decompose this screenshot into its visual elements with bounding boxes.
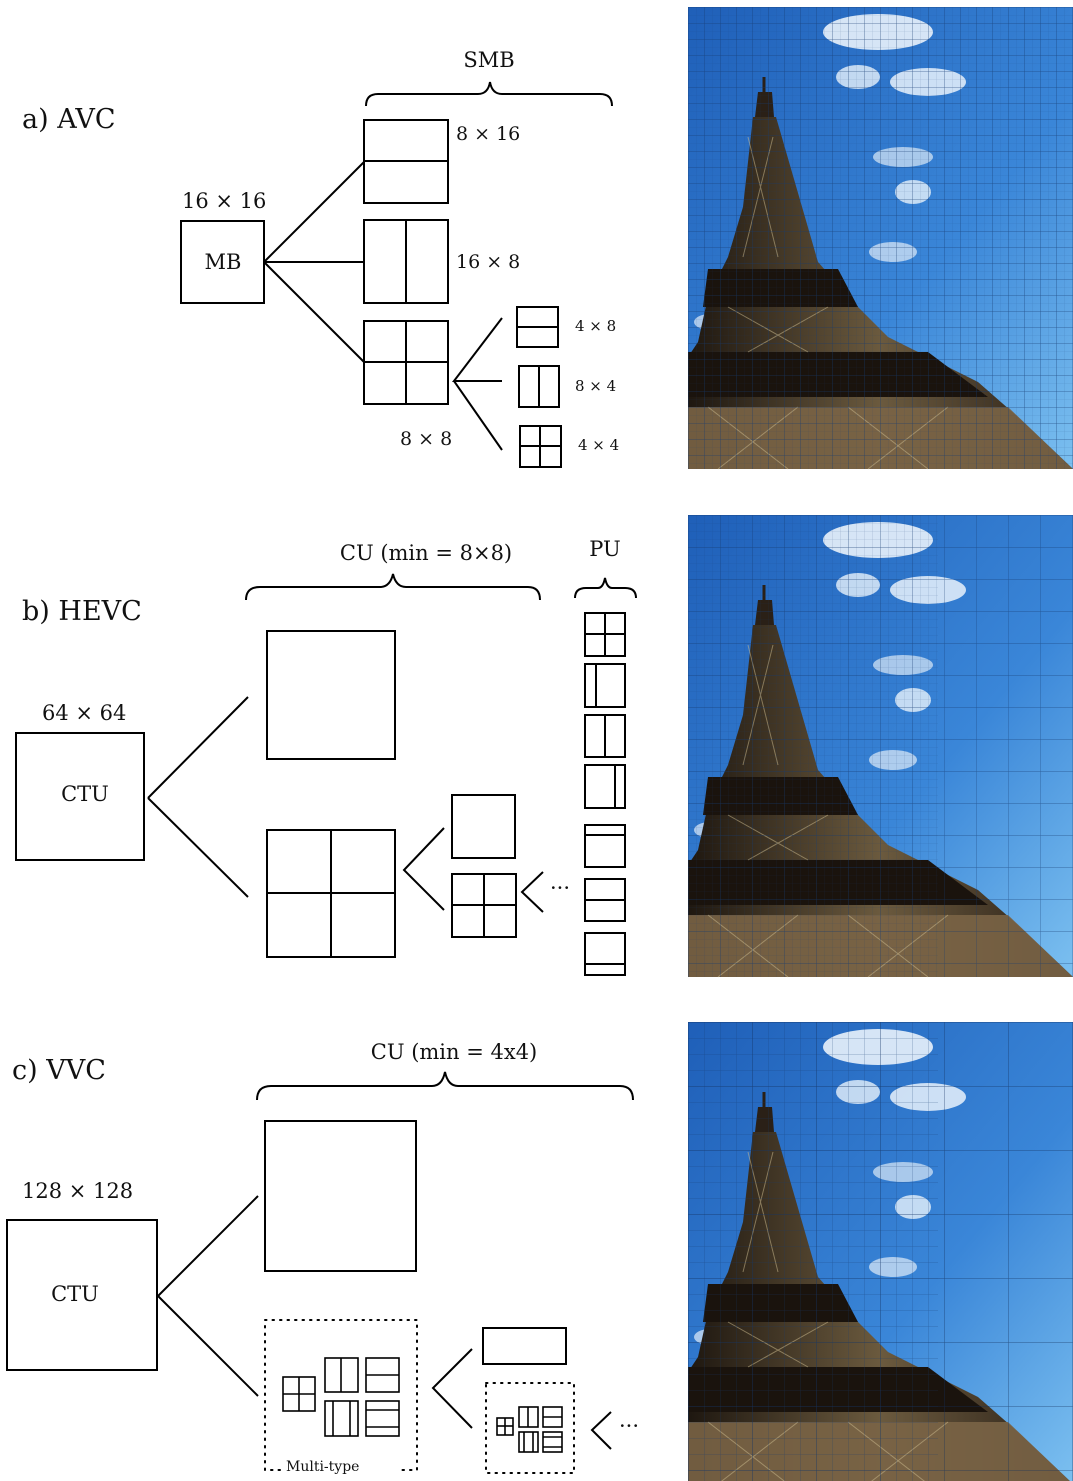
cu-quad-split [266,829,396,958]
photo-vvc [686,1020,1073,1481]
sub-multi-type-group [485,1382,575,1474]
vertical-ternary-shape [324,1400,359,1437]
horizontal-split-shape [542,1406,563,1428]
smb-label: SMB [463,48,514,72]
ellipsis: ··· [550,876,570,900]
sub-branch-lines [402,827,445,911]
root-name-label: CTU [51,1282,99,1306]
horizontal-ternary-shape [542,1431,563,1453]
sub-cu-quad-split [451,873,517,938]
root-size-label: 16 × 16 [182,189,266,213]
panel-label: c) VVC [12,1055,106,1086]
panel-label: b) HEVC [22,596,142,627]
sub-branch-lines [451,317,503,451]
more-branch [590,1411,612,1450]
block-8x4 [518,365,560,408]
sub-cu-rect [482,1327,567,1365]
sub-size-label: 4 × 4 [578,436,619,454]
block-4x4 [519,425,562,468]
branch-lines [263,161,365,363]
multi-type-group: Multi-type [264,1319,418,1475]
pu-shapes [584,612,626,976]
sub-cu-unsplit [451,794,516,859]
vertical-split-shape [518,1406,539,1428]
pu-2nxnd [584,932,626,976]
root-name-label: CTU [61,782,109,806]
branch-lines [147,696,249,898]
vertical-split-shape [324,1357,359,1393]
panel-hevc: b) HEVC 64 × 64 CTU CU (min = 8×8) PU ··… [15,537,637,976]
pu-nlx2n [584,663,626,708]
pu-label: PU [589,537,620,561]
vertical-ternary-shape [518,1431,539,1453]
sub-size-label: 4 × 8 [575,317,616,335]
multitype-label: Multi-type [286,1459,359,1475]
size-label: 8 × 16 [456,123,520,145]
cu-brace [256,1071,634,1101]
pu-2nx2n-quad [584,612,626,657]
cu-brace [245,573,541,601]
quad-split-shape [496,1417,514,1436]
root-size-label: 128 × 128 [22,1179,133,1203]
panel-vvc: c) VVC 128 × 128 CTU CU (min = 4x4) Mult… [6,1040,639,1475]
pu-brace [574,577,637,599]
ctu-block [15,732,145,861]
block-4x8 [516,306,559,348]
quad-split-shape [282,1376,316,1412]
photo-hevc [686,513,1073,979]
panel-avc: a) AVC 16 × 16 MB SMB 8 × 16 16 × 8 8 × … [22,48,619,468]
pu-2nxn [584,878,626,922]
horizontal-ternary-shape [365,1400,400,1437]
more-branch [520,871,544,913]
root-size-label: 64 × 64 [42,701,126,725]
size-label: 16 × 8 [456,251,520,273]
cu-label: CU (min = 8×8) [340,541,512,565]
cu-label: CU (min = 4x4) [371,1040,538,1064]
panel-label: a) AVC [22,104,116,135]
cu-unsplit [264,1120,417,1272]
block-8x16 [363,119,449,204]
root-name-label: MB [205,250,242,274]
block-16x8 [363,219,449,304]
pu-2nxnu [584,824,626,868]
ellipsis: ··· [619,1414,639,1438]
branch-lines [157,1195,259,1397]
ctu-block [6,1219,158,1371]
pu-nrx2n [584,764,626,809]
smb-brace [365,81,613,107]
block-8x8 [363,320,449,405]
pu-nx2n [584,714,626,758]
photo-avc [686,5,1073,471]
sub-size-label: 8 × 4 [575,377,616,395]
size-label: 8 × 8 [400,428,452,450]
sub-branch-lines [431,1348,473,1429]
horizontal-split-shape [365,1357,400,1393]
cu-unsplit [266,630,396,760]
